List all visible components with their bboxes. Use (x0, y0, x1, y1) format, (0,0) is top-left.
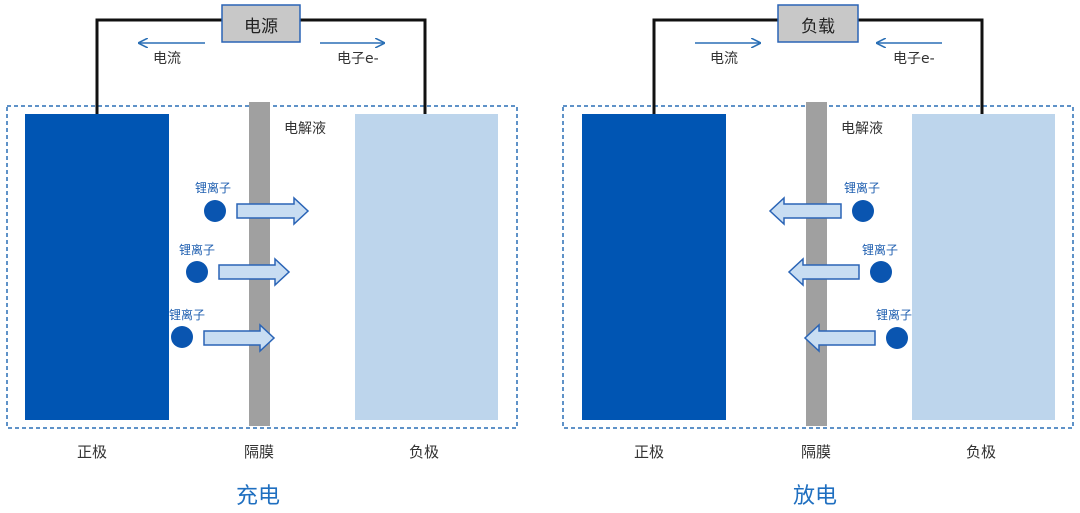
power-source-label: 电源 (244, 17, 278, 37)
ion-direction-arrow (236, 196, 310, 226)
electron-label: 电子e- (893, 51, 935, 67)
ion-direction-arrow (787, 257, 860, 287)
negative-electrode (355, 114, 498, 420)
electrolyte-label: 电解液 (284, 121, 326, 137)
separator-label: 隔膜 (244, 443, 275, 461)
ion-direction-arrow (218, 257, 291, 287)
negative-electrode-label: 负极 (409, 443, 440, 461)
external-wire (300, 18, 427, 114)
negative-electrode (912, 114, 1055, 420)
discharging-caption: 放电 (793, 484, 838, 509)
ion-label: 锂离子 (862, 243, 899, 257)
current-label: 电流 (153, 51, 181, 67)
ion-label: 锂离子 (169, 308, 206, 322)
ion-direction-arrow (768, 196, 842, 226)
separator-label: 隔膜 (801, 443, 832, 461)
power-source-box (221, 4, 301, 43)
negative-electrode-label: 负极 (966, 443, 997, 461)
lithium-ion (171, 326, 193, 348)
positive-electrode (582, 114, 726, 420)
positive-electrode-label: 正极 (634, 443, 665, 461)
charging-caption: 充电 (236, 484, 281, 509)
separator (249, 102, 270, 426)
ion-direction-arrow (803, 323, 876, 353)
electron-label: 电子e- (337, 51, 379, 67)
ion-direction-arrow (203, 323, 276, 353)
ion-label: 锂离子 (844, 181, 881, 195)
ion-label: 锂离子 (195, 181, 232, 195)
positive-electrode-label: 正极 (77, 443, 108, 461)
lithium-ion (870, 261, 892, 283)
separator (806, 102, 827, 426)
discharging-panel (562, 4, 1074, 429)
lithium-ion (186, 261, 208, 283)
load-box (777, 4, 859, 43)
lithium-ion (204, 200, 226, 222)
charging-panel (6, 4, 518, 429)
ion-label: 锂离子 (876, 308, 913, 322)
electrolyte-label: 电解液 (841, 121, 883, 137)
ion-label: 锂离子 (179, 243, 216, 257)
external-wire (652, 18, 778, 114)
external-wire (95, 18, 222, 114)
load-label: 负载 (801, 17, 835, 37)
current-label: 电流 (710, 51, 738, 67)
external-wire (858, 18, 984, 114)
lithium-ion (886, 327, 908, 349)
positive-electrode (25, 114, 169, 420)
lithium-ion (852, 200, 874, 222)
